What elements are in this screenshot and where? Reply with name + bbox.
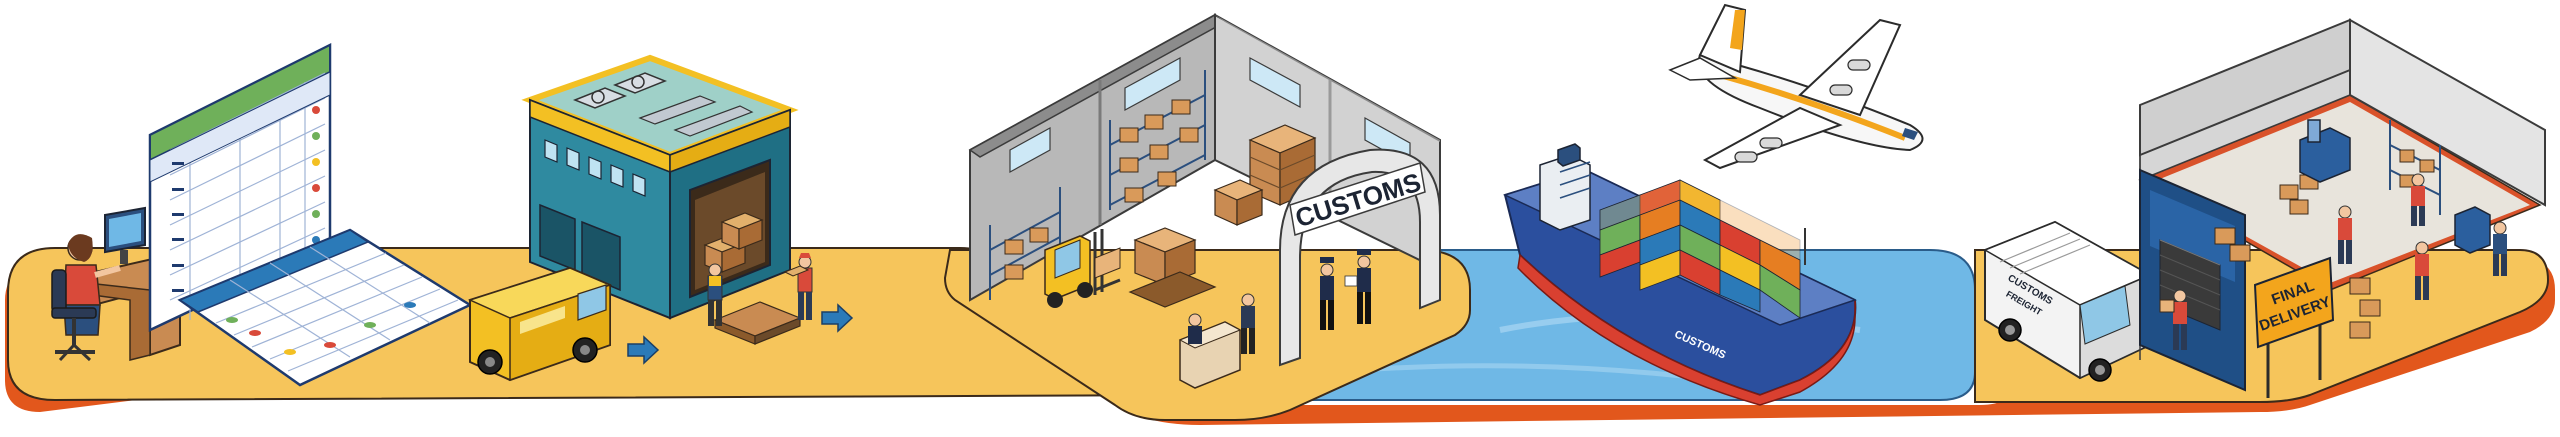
warehouse-worker	[2493, 221, 2507, 276]
office-chair	[51, 269, 97, 362]
cargo-airplane	[1668, 3, 1924, 170]
shipment-table-floor	[177, 228, 473, 387]
final-delivery-warehouse: FINAL DELIVERY	[2138, 18, 2546, 398]
warehouse-worker	[783, 253, 813, 320]
final-delivery-sign: FINAL DELIVERY	[2253, 256, 2335, 398]
forklift	[1044, 229, 1121, 308]
computer-monitor-icon	[104, 206, 146, 264]
warehouse-worker	[707, 263, 723, 326]
delivery-van	[467, 266, 613, 382]
customs-warehouse: CUSTOMS	[968, 13, 1441, 389]
customs-officer	[1320, 257, 1334, 330]
arrow-icon	[821, 303, 854, 333]
warehouse-worker	[2411, 173, 2425, 226]
delivery-courier	[2159, 289, 2187, 350]
order-processing-scene	[51, 42, 473, 387]
hvac-unit-icon	[572, 72, 754, 137]
customs-officer	[1188, 313, 1202, 344]
warehouse-worker	[2338, 205, 2352, 264]
customs-officer	[1344, 249, 1371, 324]
cargo-ship: CUSTOMS	[1502, 143, 1857, 406]
traveler	[1241, 293, 1255, 354]
warehouse-worker	[2415, 241, 2429, 300]
arrow-icon	[627, 335, 660, 365]
